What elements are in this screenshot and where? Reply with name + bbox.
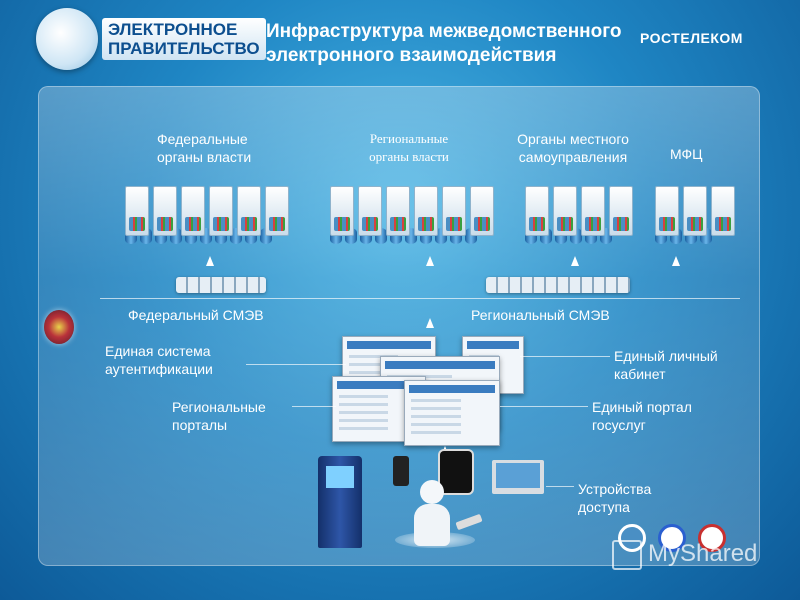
server-icon	[581, 186, 605, 236]
arrow-up-icon	[571, 256, 579, 266]
egov-logo-text: ЭЛЕКТРОННОЕ ПРАВИТЕЛЬСТВО	[102, 18, 266, 60]
cabinet-label: Единый личный кабинет	[614, 348, 718, 382]
regional-portals-label: Региональные порталы	[172, 399, 266, 433]
server-icon	[265, 186, 289, 236]
server-icon	[683, 186, 707, 236]
watermark-text: MyShared	[648, 540, 758, 567]
devices-label: Устройства доступа	[578, 481, 652, 515]
coat-of-arms-icon	[44, 310, 74, 344]
server-icon	[237, 186, 261, 236]
auth-label: Единая система аутентификации	[105, 343, 213, 377]
server-group-mfc	[655, 186, 735, 244]
server-icon	[711, 186, 735, 236]
kiosk-icon	[318, 456, 362, 548]
arrow-up-icon	[426, 318, 434, 328]
regional-smev-label: Региональный СМЭВ	[471, 307, 610, 323]
group-label-mfc: МФЦ	[670, 146, 703, 162]
tablet-icon	[440, 451, 472, 493]
laptop-icon	[492, 460, 544, 494]
nav-dots	[618, 524, 726, 552]
server-group-regional	[330, 186, 494, 244]
egov-logo-icon	[36, 8, 98, 70]
server-icon	[525, 186, 549, 236]
regional-smev-bus	[486, 277, 630, 293]
connector-line	[546, 486, 574, 487]
federal-smev-label: Федеральный СМЭВ	[128, 307, 264, 323]
portal-screenshot	[404, 380, 500, 446]
server-icon	[442, 186, 466, 236]
diagram-panel	[38, 86, 760, 566]
server-icon	[655, 186, 679, 236]
server-icon	[470, 186, 494, 236]
page-title: Инфраструктура межведомственного электро…	[266, 21, 622, 66]
nav-dot	[618, 524, 646, 552]
connector-line	[292, 406, 336, 407]
server-icon	[609, 186, 633, 236]
rostelecom-logo: РОСТЕЛЕКОМ	[640, 30, 743, 46]
bus-line	[100, 298, 740, 299]
server-icon	[414, 186, 438, 236]
server-group-federal	[125, 186, 289, 244]
server-icon	[386, 186, 410, 236]
server-group-local	[525, 186, 633, 244]
gosuslugi-label: Единый портал госуслуг	[592, 399, 692, 433]
connector-line	[246, 364, 346, 365]
arrow-up-icon	[426, 256, 434, 266]
server-icon	[330, 186, 354, 236]
server-icon	[209, 186, 233, 236]
server-icon	[125, 186, 149, 236]
arrow-up-icon	[206, 256, 214, 266]
group-label-federal: Федеральные органы власти	[157, 131, 252, 165]
nav-dot	[658, 524, 686, 552]
federal-smev-bus	[176, 277, 266, 293]
person-head-icon	[420, 480, 444, 504]
arrow-up-icon	[672, 256, 680, 266]
group-label-local: Органы местного самоуправления	[517, 131, 629, 165]
server-icon	[181, 186, 205, 236]
phone-icon	[393, 456, 409, 486]
nav-dot	[698, 524, 726, 552]
person-body-icon	[414, 504, 450, 546]
server-icon	[153, 186, 177, 236]
server-icon	[358, 186, 382, 236]
connector-line	[520, 356, 610, 357]
server-icon	[553, 186, 577, 236]
watermark-icon	[612, 540, 642, 570]
group-label-regional: Региональные органы власти	[369, 131, 449, 164]
connector-line	[500, 406, 588, 407]
